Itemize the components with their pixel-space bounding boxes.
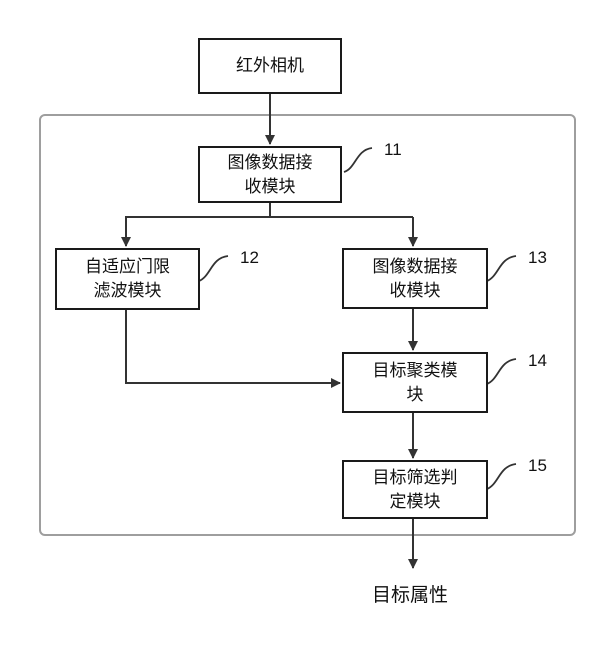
adaptive-filter-label: 自适应门限 滤波模块: [85, 257, 170, 301]
callout-leader-12: [198, 255, 229, 282]
adaptive-filter-box-12: 自适应门限 滤波模块: [55, 248, 200, 310]
image-receive-box-13: 图像数据接 收模块: [342, 248, 488, 309]
output-label: 目标属性: [372, 584, 449, 606]
ref-number-12: 12: [240, 248, 259, 267]
ref-number-15: 15: [528, 456, 547, 475]
image-receive-box-11: 图像数据接 收模块: [198, 146, 342, 203]
ref-number-14: 14: [528, 351, 547, 370]
image-receive-label-11: 图像数据接 收模块: [227, 152, 313, 197]
callout-leader-13: [486, 255, 517, 282]
branch-connector: [125, 202, 271, 246]
system-boundary: [39, 114, 576, 536]
clustering-label: 目标聚类模 块: [372, 360, 458, 405]
clustering-box-14: 目标聚类模 块: [342, 352, 488, 413]
callout-leader-11: [343, 147, 373, 173]
camera-box: 红外相机: [198, 38, 342, 94]
screening-label: 目标筛选判 定模块: [372, 467, 458, 512]
callout-leader-14: [486, 358, 517, 385]
screening-box-15: 目标筛选判 定模块: [342, 460, 488, 519]
camera-label: 红外相机: [236, 56, 304, 76]
image-receive-label-13: 图像数据接 收模块: [372, 256, 458, 301]
callout-leader-15: [486, 463, 517, 490]
ref-number-13: 13: [528, 248, 547, 267]
arrow-filter-to-cluster: [125, 310, 341, 388]
ref-number-11: 11: [384, 140, 402, 159]
